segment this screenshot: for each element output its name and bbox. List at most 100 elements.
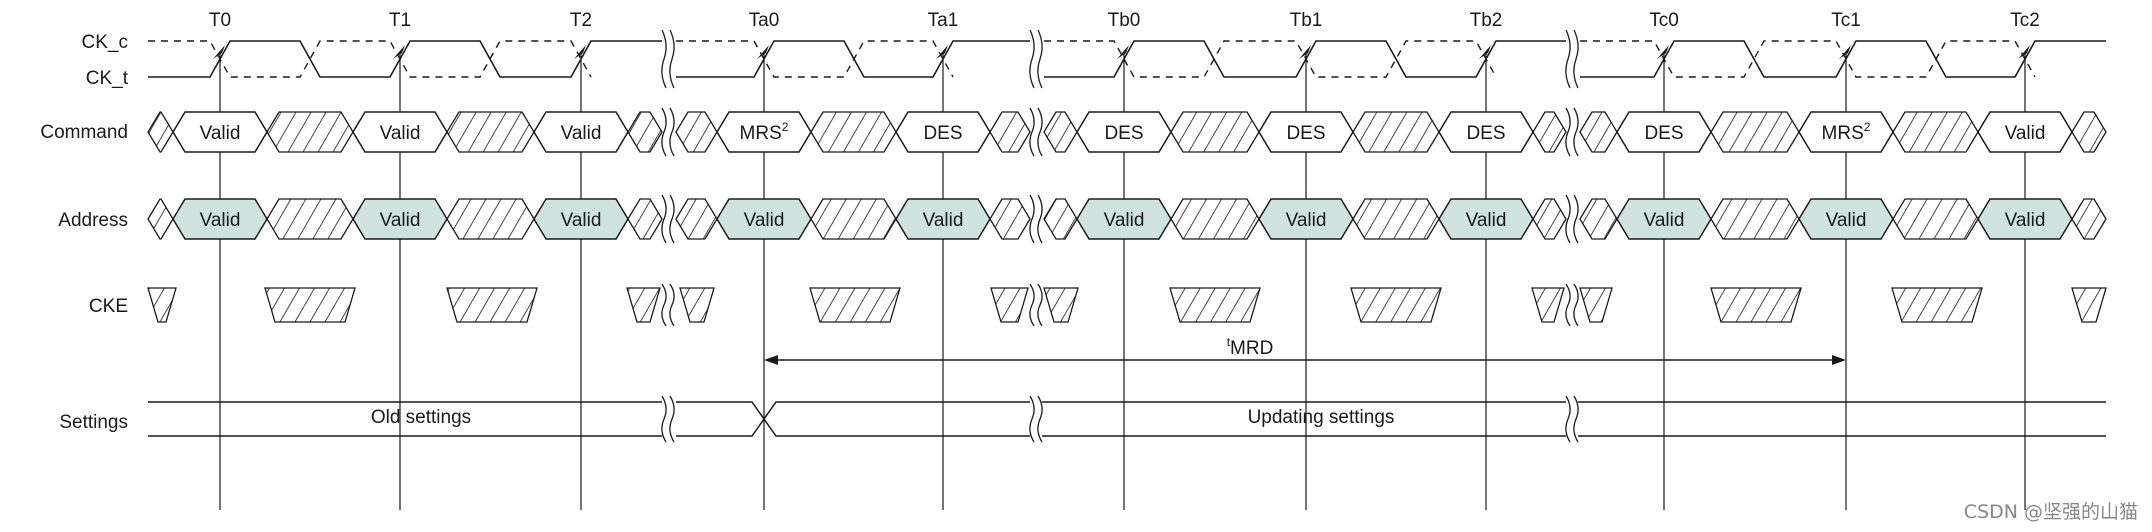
settings-updating-bus bbox=[1042, 401, 1566, 437]
signal-label-cke: CKE bbox=[89, 296, 128, 317]
time-label-tc1: Tc1 bbox=[1831, 10, 1861, 31]
time-break-marks bbox=[661, 29, 1579, 443]
command-label: MRS2 bbox=[1822, 120, 1871, 144]
cke-dont-care bbox=[446, 287, 538, 323]
break-mark bbox=[669, 194, 675, 244]
break-mark bbox=[1037, 194, 1043, 244]
clock-edge-arrow bbox=[213, 45, 225, 59]
signal-label-ck-t: CK_t bbox=[86, 68, 129, 89]
break-mark bbox=[1573, 194, 1579, 244]
settings-new-bus bbox=[1578, 401, 2106, 437]
address-dont-care bbox=[1710, 198, 1800, 240]
settings-transition bbox=[676, 401, 1030, 437]
command-dont-care bbox=[2071, 111, 2107, 153]
address-dont-care bbox=[1892, 198, 1979, 240]
cke-dont-care bbox=[1579, 287, 1613, 323]
break-mark bbox=[1037, 29, 1043, 89]
signal-label-address: Address bbox=[58, 210, 128, 231]
address-label: Valid bbox=[744, 210, 785, 231]
address-dont-care bbox=[1532, 198, 1567, 240]
command-label: DES bbox=[1104, 123, 1143, 144]
command-dont-care bbox=[1352, 111, 1440, 153]
command-label: Valid bbox=[561, 123, 602, 144]
clock-edge-arrow bbox=[2018, 45, 2030, 59]
address-dont-care bbox=[1170, 198, 1260, 240]
address-bus: Valid Valid Valid Valid Valid Valid Valid Valid… bbox=[147, 198, 2107, 240]
break-mark bbox=[661, 29, 667, 89]
settings-old-label: Old settings bbox=[371, 407, 471, 428]
break-mark bbox=[661, 194, 667, 244]
address-dont-care bbox=[147, 198, 174, 240]
address-dont-care bbox=[1043, 198, 1078, 240]
signal-label-settings: Settings bbox=[59, 412, 128, 433]
cke-dont-care bbox=[1891, 287, 1983, 323]
break-mark bbox=[1565, 395, 1571, 443]
cke-dont-care bbox=[1350, 287, 1442, 323]
clock-edge-arrow bbox=[1479, 45, 1491, 59]
command-label: Valid bbox=[2005, 123, 2046, 144]
clock-edge-arrow bbox=[1299, 45, 1311, 59]
ck-c-waveform bbox=[676, 40, 954, 78]
command-dont-care bbox=[1043, 111, 1078, 153]
cke-dont-care bbox=[1710, 287, 1802, 323]
cke-dont-care bbox=[679, 287, 715, 323]
command-label: DES bbox=[1286, 123, 1325, 144]
break-mark bbox=[1565, 29, 1571, 89]
address-label: Valid bbox=[380, 210, 421, 231]
break-mark bbox=[1565, 107, 1571, 157]
address-label: Valid bbox=[923, 210, 964, 231]
break-mark bbox=[1573, 29, 1579, 89]
tmrd-arrowhead-right bbox=[1832, 355, 1846, 365]
signal-label-command: Command bbox=[40, 122, 128, 143]
address-dont-care bbox=[266, 198, 354, 240]
address-label: Valid bbox=[1466, 210, 1507, 231]
clock-edge-arrow bbox=[757, 45, 769, 59]
ck-t-waveform bbox=[1580, 40, 2106, 78]
settings-waveform bbox=[148, 401, 2106, 437]
cke-waveform bbox=[147, 287, 2107, 323]
break-mark bbox=[1037, 395, 1043, 443]
cke-dont-care bbox=[264, 287, 356, 323]
command-label: DES bbox=[1644, 123, 1683, 144]
tmrd-text: MRD bbox=[1230, 338, 1273, 359]
time-label-t0: T0 bbox=[209, 10, 231, 31]
address-label: Valid bbox=[2005, 210, 2046, 231]
clock-waveforms bbox=[148, 40, 2106, 78]
ck-c-waveform bbox=[1044, 40, 1497, 78]
address-dont-care bbox=[1579, 198, 1618, 240]
address-label: Valid bbox=[1826, 210, 1867, 231]
ck-t-waveform bbox=[1044, 40, 1566, 78]
command-dont-care bbox=[810, 111, 897, 153]
cke-dont-care bbox=[147, 287, 177, 323]
time-label-ta1: Ta1 bbox=[928, 10, 959, 31]
cke-dont-care bbox=[809, 287, 901, 323]
command-label: Valid bbox=[200, 123, 241, 144]
time-label-tc0: Tc0 bbox=[1649, 10, 1679, 31]
break-mark bbox=[1029, 283, 1035, 327]
cke-dont-care bbox=[1531, 287, 1565, 323]
address-label: Valid bbox=[1644, 210, 1685, 231]
command-label: Valid bbox=[380, 123, 421, 144]
break-mark bbox=[669, 283, 675, 327]
signal-label-ck-c: CK_c bbox=[82, 32, 128, 53]
cke-dont-care bbox=[2071, 287, 2107, 323]
tmrd-arrow bbox=[764, 355, 1846, 365]
settings-updating-label: Updating settings bbox=[1248, 407, 1395, 428]
command-dont-care bbox=[147, 111, 174, 153]
ck-c-waveform bbox=[148, 40, 592, 78]
break-mark bbox=[669, 29, 675, 89]
break-mark bbox=[661, 395, 667, 443]
cke-dont-care bbox=[1169, 287, 1261, 323]
address-label: Valid bbox=[1286, 210, 1327, 231]
clock-edge-arrow bbox=[1117, 45, 1129, 59]
command-label: DES bbox=[1466, 123, 1505, 144]
command-dont-care bbox=[1170, 111, 1260, 153]
command-dont-care bbox=[989, 111, 1031, 153]
clock-edge-arrow bbox=[1657, 45, 1669, 59]
address-label: Valid bbox=[200, 210, 241, 231]
time-label-ta0: Ta0 bbox=[749, 10, 780, 31]
address-label: Valid bbox=[561, 210, 602, 231]
time-label-t2: T2 bbox=[570, 10, 592, 31]
